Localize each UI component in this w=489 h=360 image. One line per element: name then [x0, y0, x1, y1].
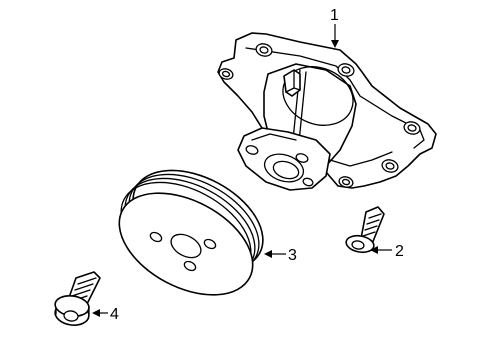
water-pump-part [217, 32, 437, 191]
leader-3 [264, 250, 286, 258]
pulley-part [118, 169, 264, 296]
callout-4-label: 4 [110, 306, 119, 323]
pump-bolt-part [345, 206, 385, 254]
callout-2-label: 2 [395, 243, 404, 260]
callout-1-label: 1 [330, 7, 339, 24]
pulley-bolt-part [54, 271, 101, 326]
leader-1 [331, 24, 339, 48]
leader-2 [370, 246, 392, 254]
leader-4 [92, 309, 108, 317]
callout-3-label: 3 [288, 247, 297, 264]
